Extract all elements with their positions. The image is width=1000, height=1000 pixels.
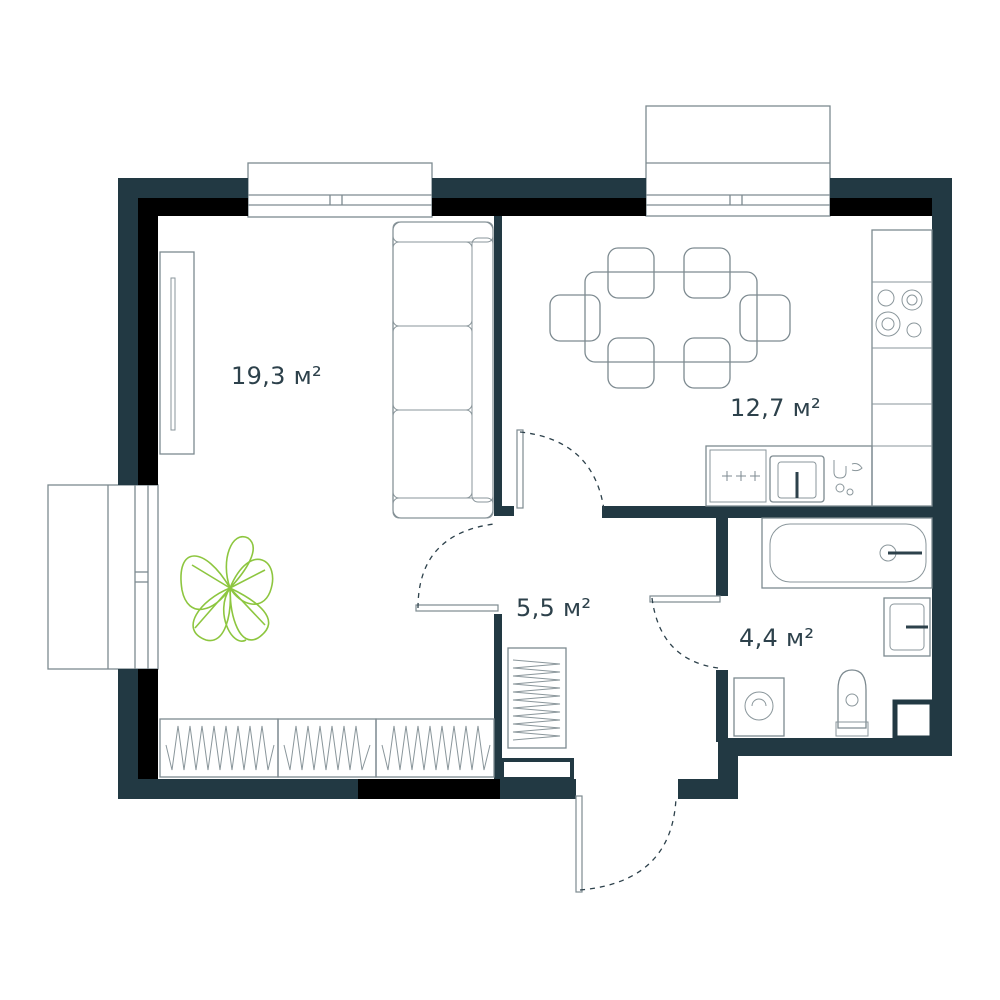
stove-icon	[875, 289, 923, 338]
plant-icon	[180, 535, 274, 642]
door-icon	[516, 429, 605, 511]
kitchen-area-label: 12,7 м²	[730, 394, 821, 422]
radiator-icon	[507, 647, 567, 749]
chair-icon	[549, 247, 791, 389]
bathroom-area-label: 4,4 м²	[739, 624, 815, 652]
sofa-icon	[392, 221, 494, 519]
living-room-area-label: 19,3 м²	[231, 362, 322, 390]
dining-table-icon	[584, 271, 758, 363]
bathtub-icon	[761, 517, 933, 589]
radiator-icon	[159, 718, 495, 778]
door-icon	[575, 795, 677, 893]
hallway-area-label: 5,5 м²	[516, 594, 592, 622]
washing-machine-icon	[733, 677, 785, 737]
washbasin-icon	[883, 597, 931, 657]
toilet-icon	[835, 669, 869, 737]
walls	[118, 178, 952, 799]
stove-icon	[722, 471, 760, 481]
dishwasher-icon	[833, 460, 863, 496]
balcony-icon	[47, 484, 159, 670]
balcony-icon	[645, 105, 831, 217]
sink-icon	[769, 455, 825, 503]
window-icon	[247, 162, 433, 218]
door-icon	[415, 523, 499, 612]
kitchen-counter-icon	[705, 445, 873, 507]
wall-shelf-icon	[159, 251, 195, 455]
door-icon	[649, 595, 721, 669]
kitchen-counter-icon	[871, 229, 933, 507]
